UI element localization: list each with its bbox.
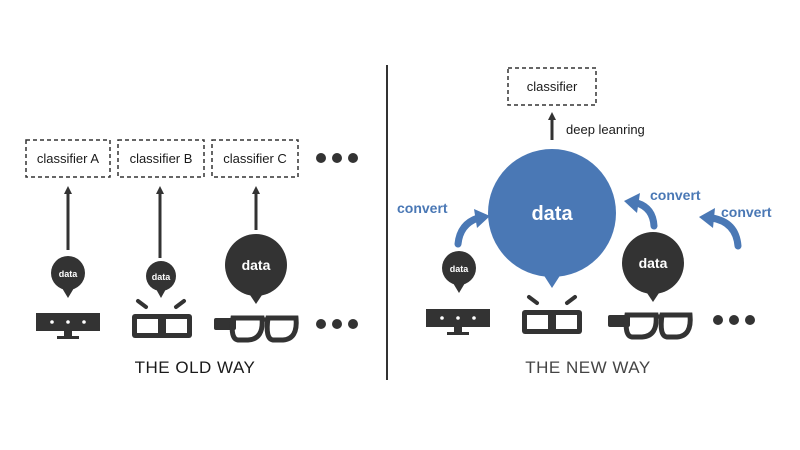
convert-arrow-icon — [624, 193, 658, 230]
data-bubble-label: data — [242, 257, 271, 273]
classifier-b-label: classifier B — [130, 151, 193, 166]
smart-glasses-icon — [608, 312, 693, 340]
more-dots-icon — [316, 153, 358, 163]
data-bubble-label: data — [639, 255, 668, 271]
convert-label: convert — [397, 200, 448, 216]
data-bubble-small: data — [442, 251, 476, 293]
smart-glasses-icon — [214, 315, 299, 343]
convert-arrow-icon — [699, 208, 742, 250]
classifier-label: classifier — [527, 79, 578, 94]
kinect-sensor-icon — [36, 313, 100, 339]
old-way-panel: classifier A classifier B classifier C d… — [25, 139, 358, 377]
data-bubble-large: data — [225, 234, 287, 304]
more-dots-icon — [713, 315, 755, 325]
data-bubble-large: data — [622, 232, 684, 302]
data-bubble-label: data — [59, 269, 79, 279]
convert-label: convert — [721, 204, 772, 220]
data-bubble-label: data — [152, 272, 172, 282]
new-way-title: THE NEW WAY — [525, 358, 650, 377]
new-way-panel: classifier deep leanring data data data … — [397, 67, 772, 377]
more-dots-icon — [316, 319, 358, 329]
kinect-sensor-icon — [426, 309, 490, 335]
old-way-title: THE OLD WAY — [135, 358, 256, 377]
3d-glasses-icon — [132, 299, 192, 338]
classifier-c-box: classifier C — [211, 139, 299, 178]
classifier-c-label: classifier C — [223, 151, 287, 166]
classifier-b-box: classifier B — [117, 139, 205, 178]
data-bubble-label: data — [450, 264, 470, 274]
classifier-a-label: classifier A — [37, 151, 99, 166]
convert-arrow-icon — [454, 209, 490, 248]
classifier-a-box: classifier A — [25, 139, 111, 178]
data-bubble-small: data — [146, 261, 176, 298]
central-data-label: data — [531, 203, 573, 225]
deep-learning-label: deep leanring — [566, 122, 645, 137]
classifier-box: classifier — [507, 67, 597, 106]
3d-glasses-icon — [522, 295, 582, 334]
central-data-bubble: data — [488, 149, 616, 288]
convert-label: convert — [650, 187, 701, 203]
data-bubble-small: data — [51, 256, 85, 298]
